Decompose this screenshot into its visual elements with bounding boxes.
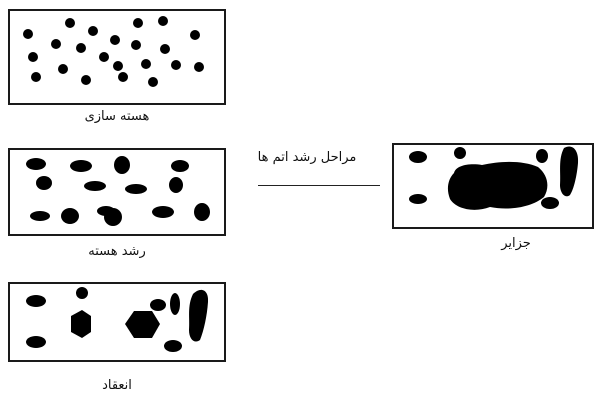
nucleation-panel: [8, 9, 226, 105]
coalescence-panel: [8, 282, 226, 362]
nucleus-growth-diagram: [8, 148, 226, 236]
nucleation-diagram: [8, 9, 226, 105]
islands-caption: جزایر: [501, 236, 531, 251]
islands-diagram: [392, 143, 594, 229]
islands-panel: [392, 143, 594, 229]
nucleation-caption: هسته سازی: [84, 109, 150, 124]
coalescence-caption: انعقاد: [102, 378, 132, 393]
process-line: [258, 185, 380, 186]
coalescence-diagram: [8, 282, 226, 362]
nucleus-growth-caption: رشد هسته: [88, 244, 146, 259]
nucleus-growth-panel: [8, 148, 226, 236]
process-label: مراحل رشد اتم ها: [257, 150, 357, 165]
